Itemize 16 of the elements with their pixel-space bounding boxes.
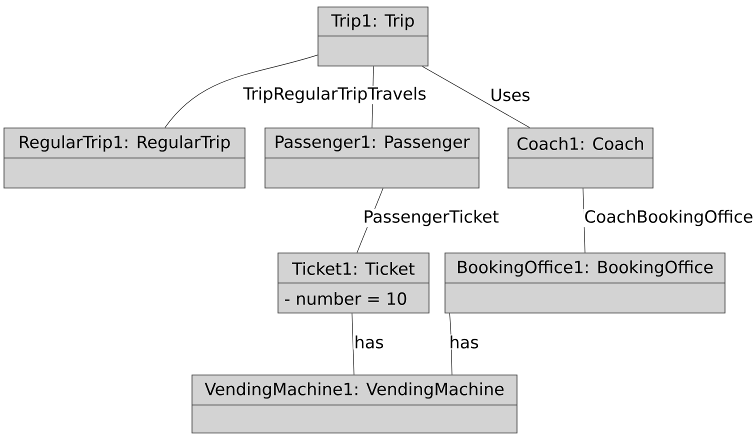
connector-line [164, 54, 318, 128]
edge-label: CoachBookingOffice [583, 208, 754, 228]
object-box: Trip1: Trip [318, 6, 428, 66]
edge-label: PassengerTicket [362, 208, 500, 228]
edge-label: TripRegularTripTravels [242, 86, 428, 104]
connector-line [422, 66, 530, 128]
edge-label: Uses [489, 88, 532, 102]
object-box: VendingMachine1: VendingMachine [192, 374, 518, 434]
object-box: Passenger1: Passenger [264, 128, 480, 188]
object-box: Ticket1: Ticket - number = 10 [278, 252, 430, 314]
edge-label: has [448, 334, 480, 350]
object-box: RegularTrip1: RegularTrip [4, 128, 246, 188]
connector-line [352, 313, 354, 375]
object-box: Coach1: Coach [508, 128, 654, 188]
object-box: BookingOffice1: BookingOffice [444, 252, 726, 314]
edge-label: has [353, 334, 385, 350]
